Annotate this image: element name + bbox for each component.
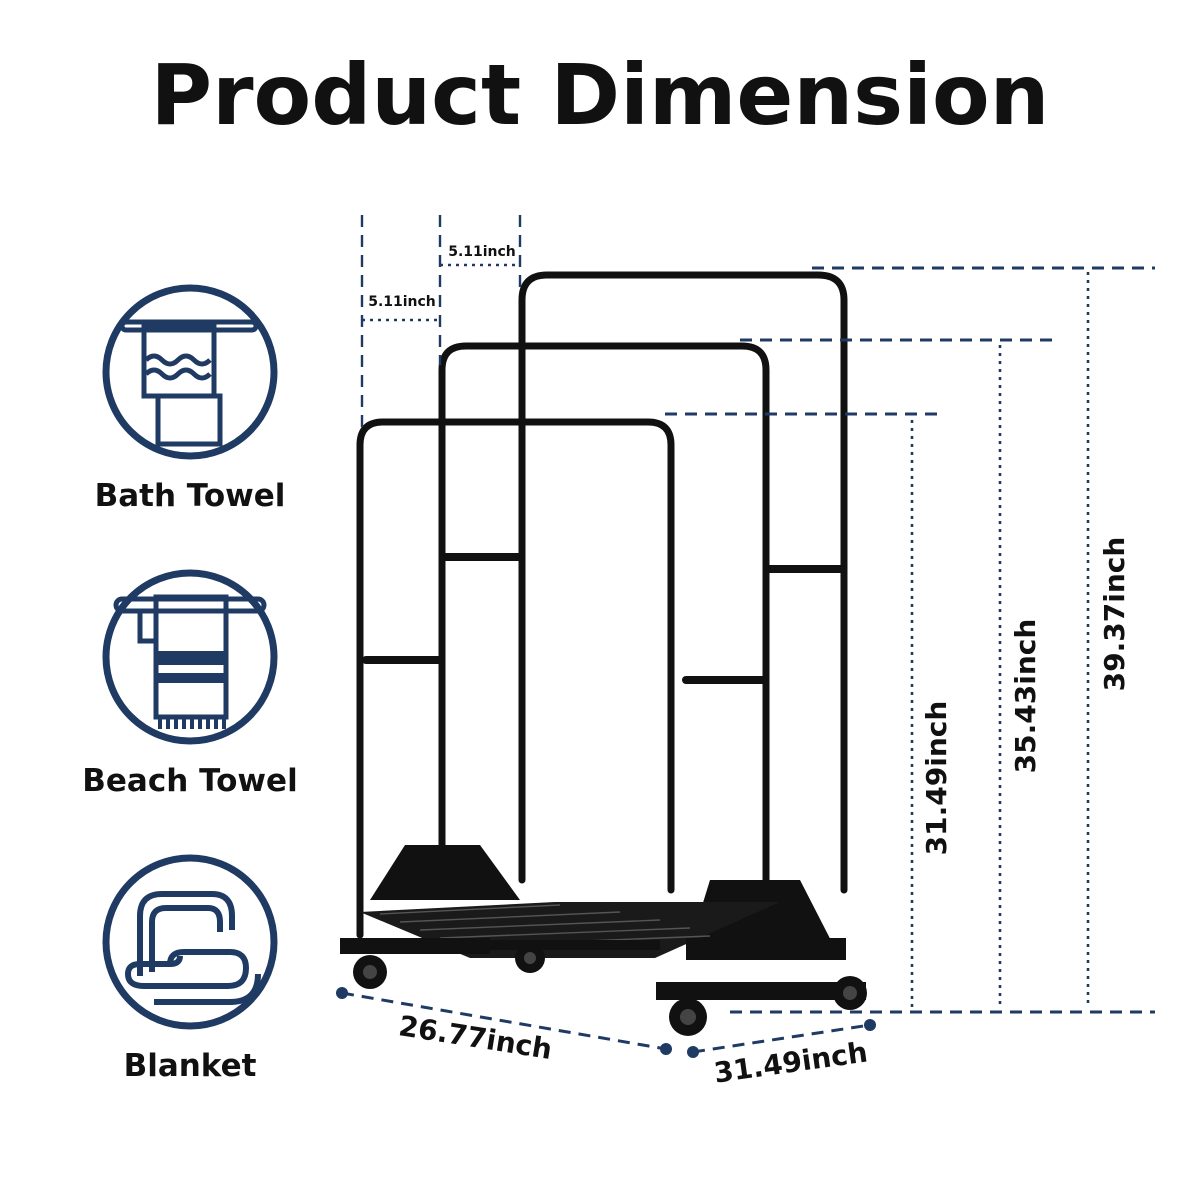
use-label: Bath Towel — [94, 478, 286, 514]
bath-towel-icon — [102, 284, 278, 460]
use-bath-towel: Bath Towel — [70, 282, 310, 514]
use-label: Beach Towel — [82, 763, 298, 799]
rack-base — [340, 845, 866, 1000]
rack-frame — [356, 271, 848, 939]
height-middle-label: 35.43inch — [1009, 619, 1042, 774]
use-beach-towel: Beach Towel — [70, 567, 310, 799]
page-title: Product Dimension — [150, 46, 1050, 144]
bar-spacing-top-label: 5.11inch — [448, 244, 516, 260]
height-lines — [362, 263, 1090, 1008]
use-blanket: Blanket — [70, 852, 310, 1084]
dimension-lines — [341, 215, 1155, 1054]
width-label: 31.49inch — [712, 1035, 870, 1089]
length-label: 26.77inch — [397, 1009, 555, 1066]
height-short-label: 31.49inch — [920, 701, 953, 856]
caster-wheels — [353, 943, 867, 1036]
bar-spacing-second-label: 5.11inch — [368, 294, 436, 310]
rack-crossbars — [362, 553, 846, 684]
beach-towel-icon — [102, 569, 278, 745]
dimension-endpoints — [336, 987, 876, 1058]
height-tall-label: 39.37inch — [1098, 537, 1131, 692]
use-label: Blanket — [123, 1048, 257, 1084]
blanket-icon — [102, 854, 278, 1030]
